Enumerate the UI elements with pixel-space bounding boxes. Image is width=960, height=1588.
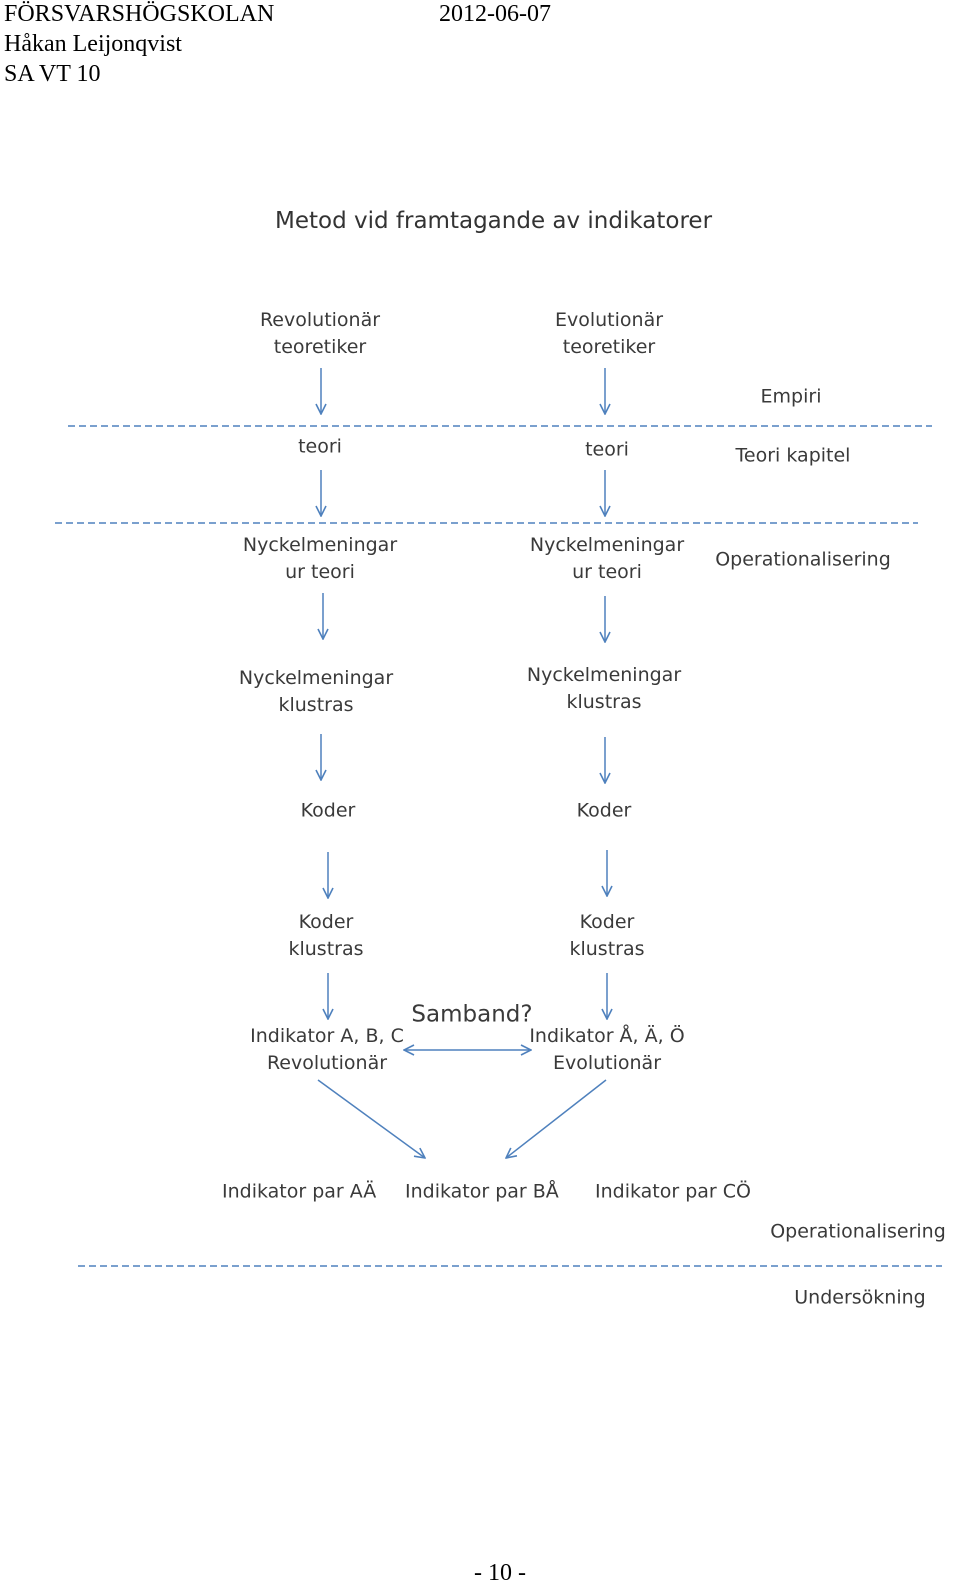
- header-date: 2012-06-07: [439, 1, 551, 27]
- node-left-codes: Koder: [300, 799, 356, 822]
- pair-ba: Indikator par BÅ: [405, 1180, 559, 1203]
- relation-label: Samband?: [411, 1001, 533, 1028]
- side-label-investigation: Undersökning: [794, 1286, 926, 1309]
- pair-aa: Indikator par AÄ: [222, 1180, 377, 1203]
- side-label-empiri: Empiri: [760, 385, 822, 408]
- arrow-converge-right: [506, 1079, 607, 1158]
- diagram-title: Metod vid framtagande av indikatorer: [275, 208, 713, 234]
- header-school: FÖRSVARSHÖGSKOLAN: [4, 1, 275, 27]
- page-number: - 10 -: [474, 1560, 526, 1586]
- header-author: Håkan Leijonqvist: [4, 31, 182, 57]
- side-label-theory-chapter: Teori kapitel: [735, 444, 851, 467]
- arrow-converge-left: [317, 1079, 425, 1158]
- side-label-operationalization-2: Operationalisering: [770, 1220, 946, 1243]
- pair-co: Indikator par CÖ: [595, 1180, 751, 1203]
- node-left-theory: teori: [298, 435, 342, 458]
- side-label-operationalization-1: Operationalisering: [715, 548, 891, 571]
- node-right-codes: Koder: [576, 799, 632, 822]
- header-course: SA VT 10: [4, 61, 101, 87]
- node-right-theory: teori: [585, 438, 629, 461]
